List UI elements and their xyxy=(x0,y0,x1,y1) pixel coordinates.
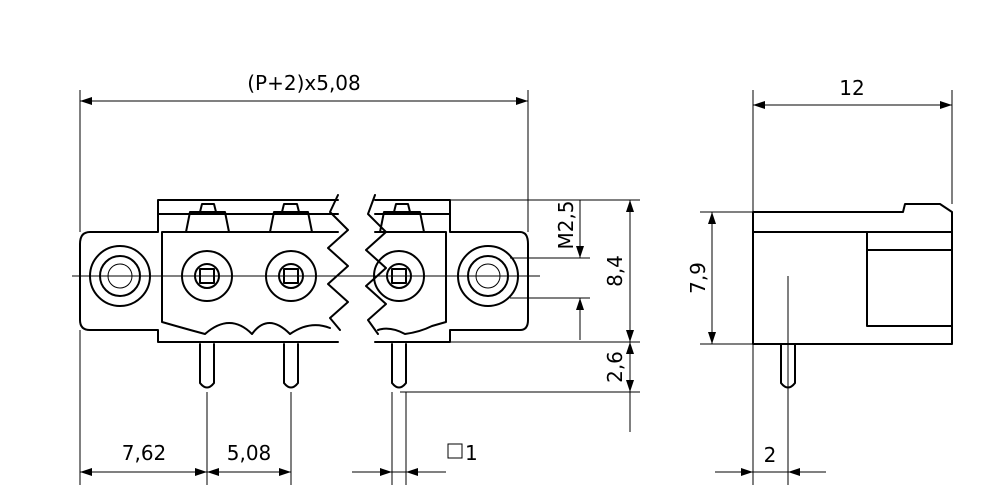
side-body xyxy=(752,203,953,345)
square-symbol xyxy=(447,443,463,459)
dim-pitch: 5,08 xyxy=(227,441,272,465)
side-pin xyxy=(780,343,796,389)
side-wire-entry xyxy=(866,249,953,327)
housing-inner-left xyxy=(161,231,339,335)
dim-pin-offset-side: 2 xyxy=(764,443,777,467)
dim-pin-length: 2,6 xyxy=(603,351,627,383)
side-dimensions: 12 7,9 2 xyxy=(686,76,953,485)
dim-overall-width: (P+2)x5,08 xyxy=(247,71,361,95)
break-line-left xyxy=(327,194,349,331)
front-body-right xyxy=(374,199,529,343)
front-view xyxy=(72,194,540,389)
screw-tab-right xyxy=(379,211,425,233)
dim-screw-thread: M2,5 xyxy=(554,200,578,249)
screw-tab-left-1 xyxy=(185,211,230,233)
break-line-right xyxy=(365,194,387,335)
side-view xyxy=(752,203,953,395)
pin-1 xyxy=(199,343,215,389)
dim-pin-square: 1 xyxy=(465,441,478,465)
dim-body-height: 8,4 xyxy=(603,255,627,287)
front-body-left xyxy=(79,199,339,343)
front-dimensions: (P+2)x5,08 7,62 5,08 1 M2,5 8,4 xyxy=(79,71,640,485)
screw-tab-left-2 xyxy=(269,211,313,233)
pin-2 xyxy=(283,343,299,389)
dim-depth: 12 xyxy=(839,76,864,100)
dim-side-height: 7,9 xyxy=(686,262,710,294)
housing-inner-right xyxy=(374,231,447,335)
pin-3 xyxy=(391,343,407,389)
dim-flange-offset: 7,62 xyxy=(122,441,167,465)
